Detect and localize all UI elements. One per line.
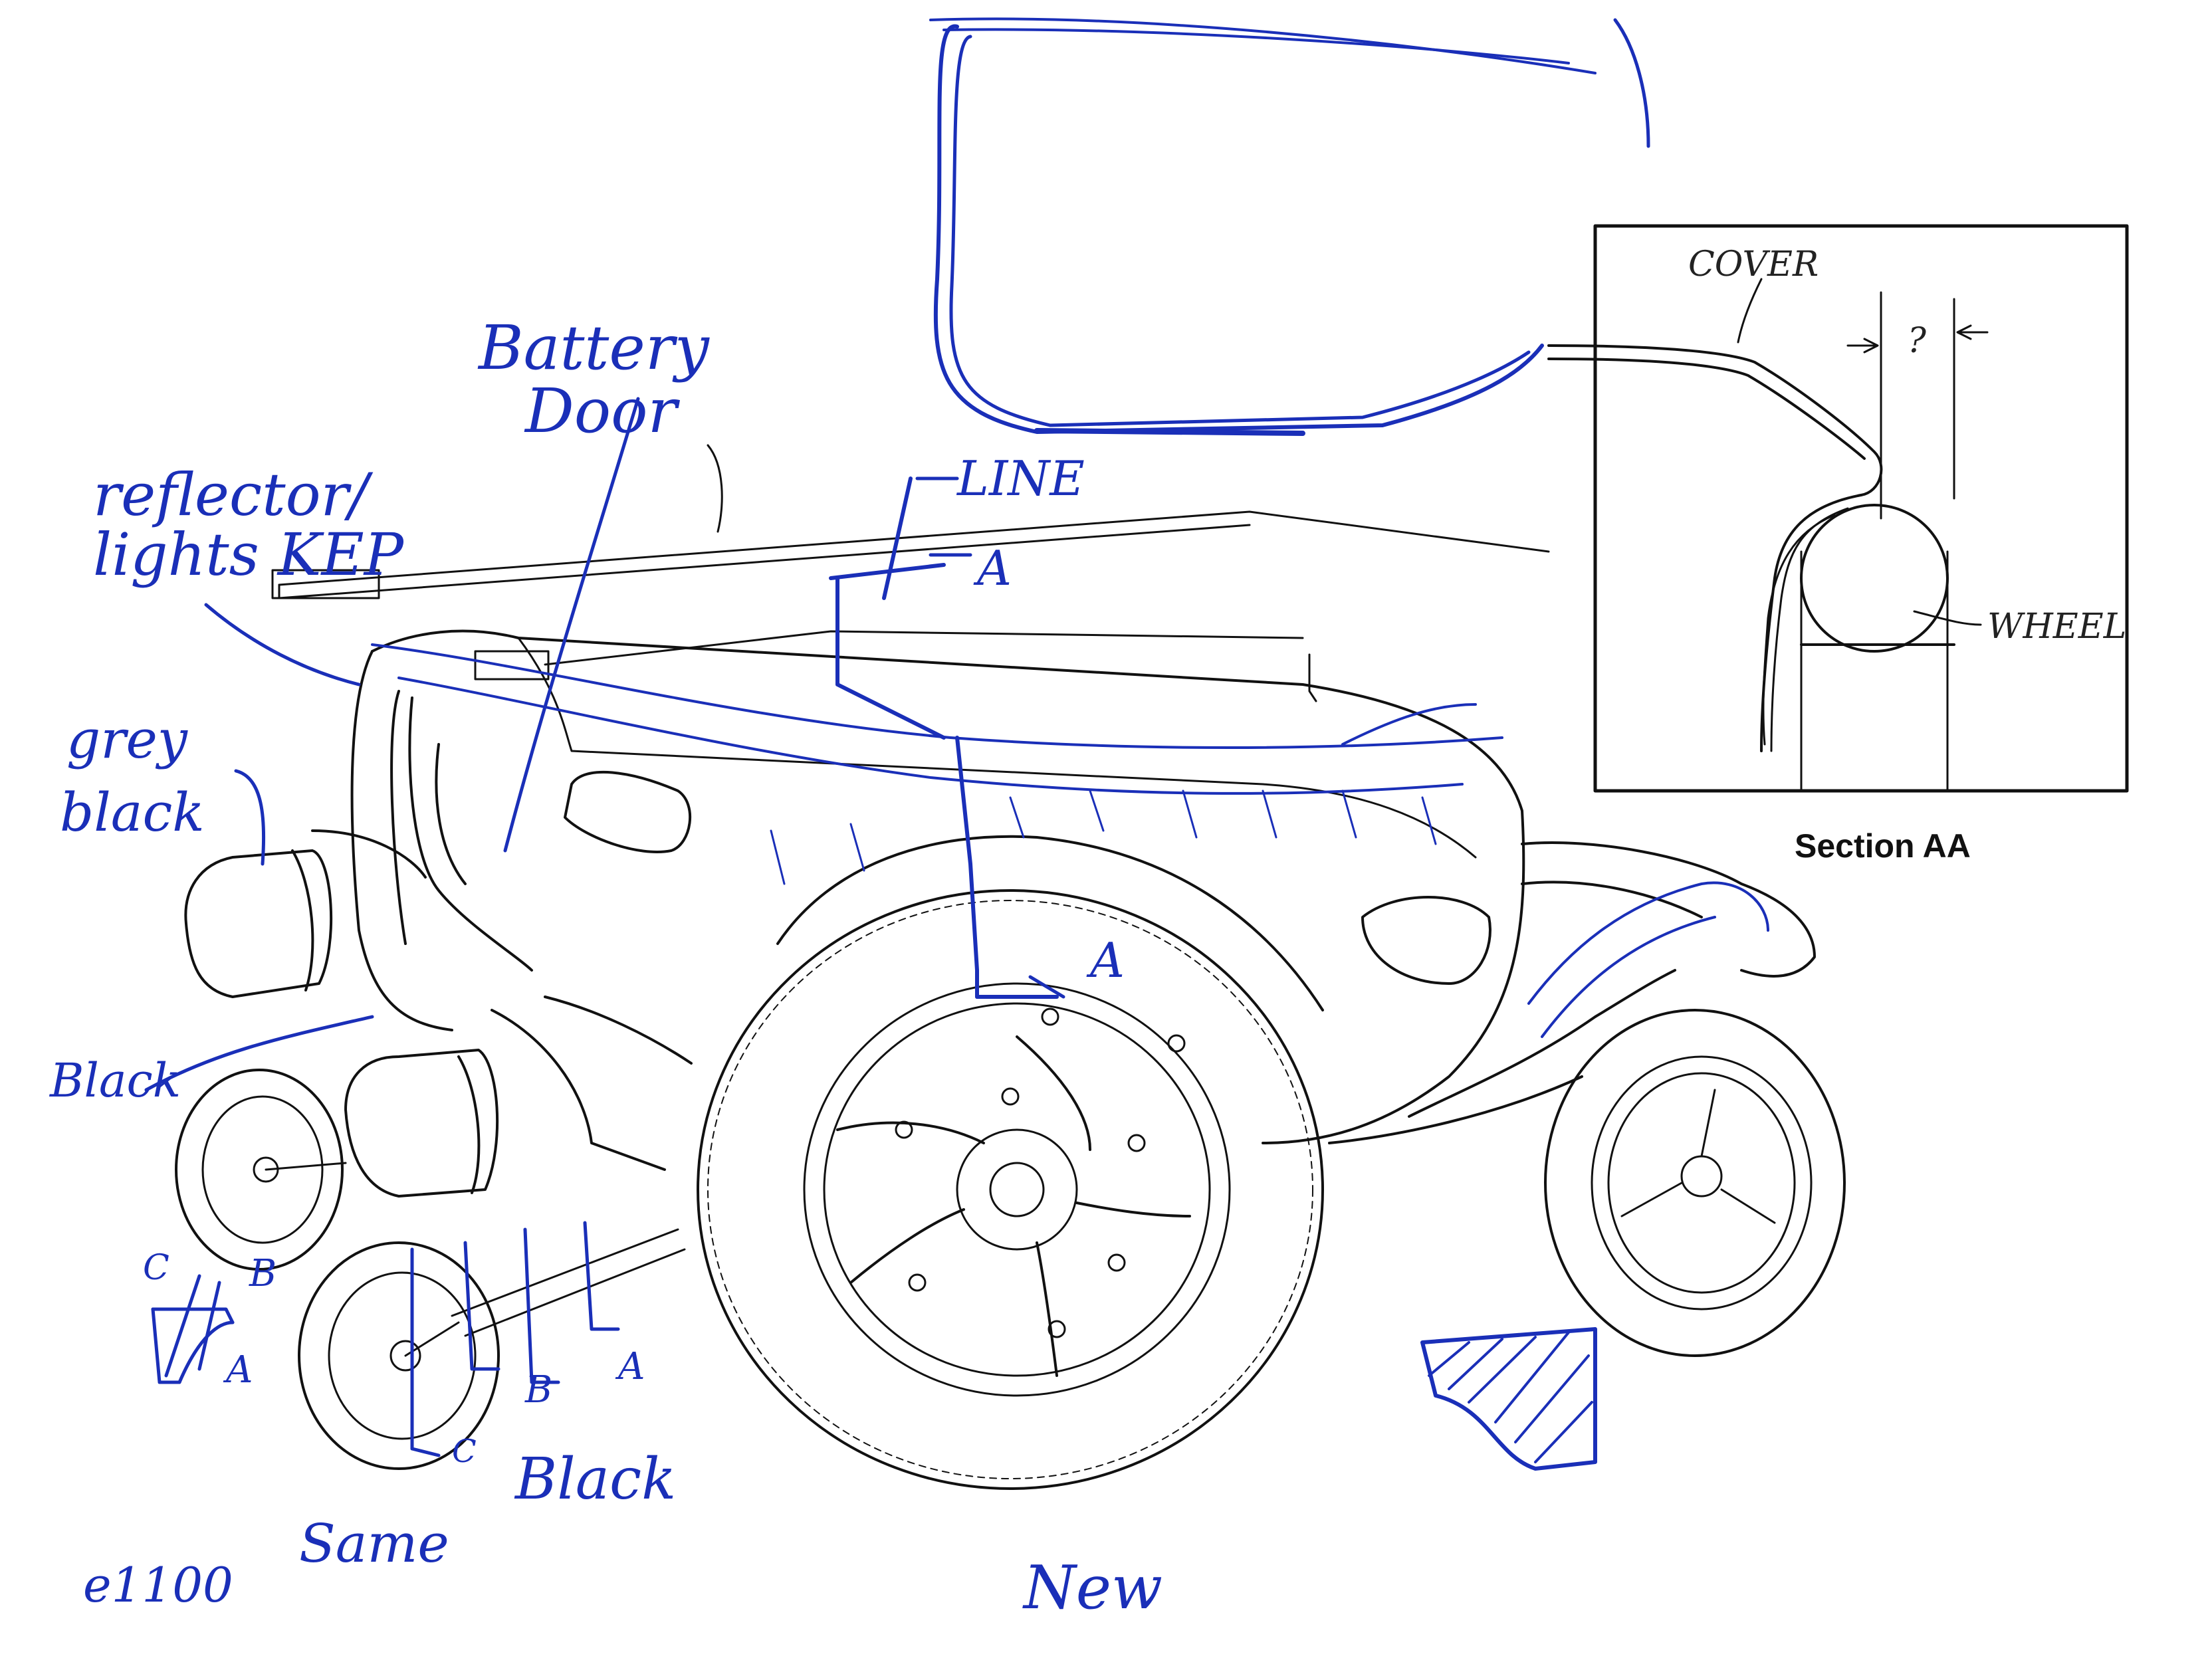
section-gap-label: ? [1908, 321, 1927, 361]
blue-annotation-strokes [144, 397, 1769, 1471]
caster-c-label: C [452, 1433, 477, 1470]
section-aa-caption: Section AA [1795, 827, 1971, 865]
front-caster-wheel [1544, 1009, 1846, 1357]
handwritten-labels: Battery Door reflector/ lights KEP grey … [49, 312, 1162, 1623]
caster-b-label: B [524, 1368, 552, 1412]
caster-black-label: Black [514, 1446, 676, 1513]
line-label: LINE [956, 451, 1085, 506]
section-wheel-label: WHEEL [1987, 607, 2126, 647]
section-aa-frame [1593, 224, 2129, 793]
rear-caster-wheels [175, 1069, 500, 1470]
same-label: Same [299, 1513, 449, 1574]
profile-a-label: A [223, 1348, 253, 1392]
main-drive-wheel [697, 889, 1324, 1490]
new-label: New [1022, 1553, 1162, 1623]
section-marker-top: A [973, 540, 1012, 596]
section-wheel [1800, 504, 1949, 653]
battery-door-label-line2: Door [524, 375, 681, 447]
profile-c-label: C [143, 1248, 169, 1288]
grey-black-label-line1: grey [66, 708, 189, 770]
grey-black-label-line2: black [60, 782, 205, 843]
section-cover-label: COVER [1688, 245, 1819, 284]
seat-back-outline [929, 17, 1650, 436]
reflector-lights-label-line1: reflector/ [93, 461, 374, 529]
seat-plate [271, 444, 1550, 702]
battery-door-label-line1: Battery [477, 312, 710, 383]
profile-b-label: B [249, 1252, 276, 1295]
caster-a-label: A [615, 1345, 645, 1388]
part-number-label: e1100 [83, 1557, 233, 1613]
black-label-left: Black [49, 1053, 181, 1108]
section-marker-mid: A [1086, 932, 1125, 988]
reflector-lights-label-line2: lights KEP [93, 520, 405, 589]
section-aa-inset: COVER ? WHEEL Section AA [1547, 224, 2129, 865]
